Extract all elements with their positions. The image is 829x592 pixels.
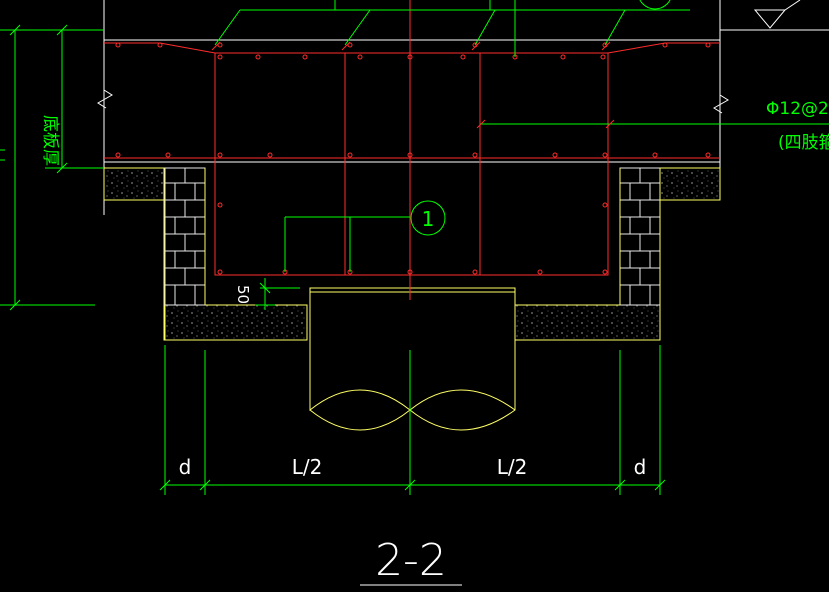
leader-lines <box>214 0 829 272</box>
section-title: 2-2 <box>375 535 447 586</box>
pile-heads <box>309 287 516 431</box>
gravel-cushion <box>103 167 721 341</box>
dim-half-left: L/2 <box>292 455 323 479</box>
ground-level-symbol <box>753 0 801 29</box>
brick-wall-left <box>164 167 206 306</box>
pit-outline <box>163 168 661 341</box>
side-label: 底板厚 <box>40 115 60 166</box>
bottom-dimension-chain <box>159 345 666 495</box>
dim-d-right: d <box>634 455 647 479</box>
tick-marks <box>211 41 615 129</box>
dim-50-lines <box>255 278 300 310</box>
callout-number: 1 <box>422 207 435 231</box>
rebar-spec: Φ12@2 <box>766 99 829 119</box>
dim-50: 50 <box>234 285 252 304</box>
rebar-note: (四肢箍 <box>778 133 829 153</box>
break-marks <box>97 89 729 114</box>
dim-d-left: d <box>179 455 192 479</box>
slab-outline <box>103 0 829 215</box>
callout-circle-top <box>639 0 671 10</box>
thickness-dimension <box>0 24 104 311</box>
brick-wall-right <box>619 167 661 306</box>
rebar-cage <box>104 0 720 300</box>
rebar-dots <box>115 42 711 275</box>
dim-half-right: L/2 <box>497 455 528 479</box>
callout-circle: 1 <box>410 200 446 236</box>
